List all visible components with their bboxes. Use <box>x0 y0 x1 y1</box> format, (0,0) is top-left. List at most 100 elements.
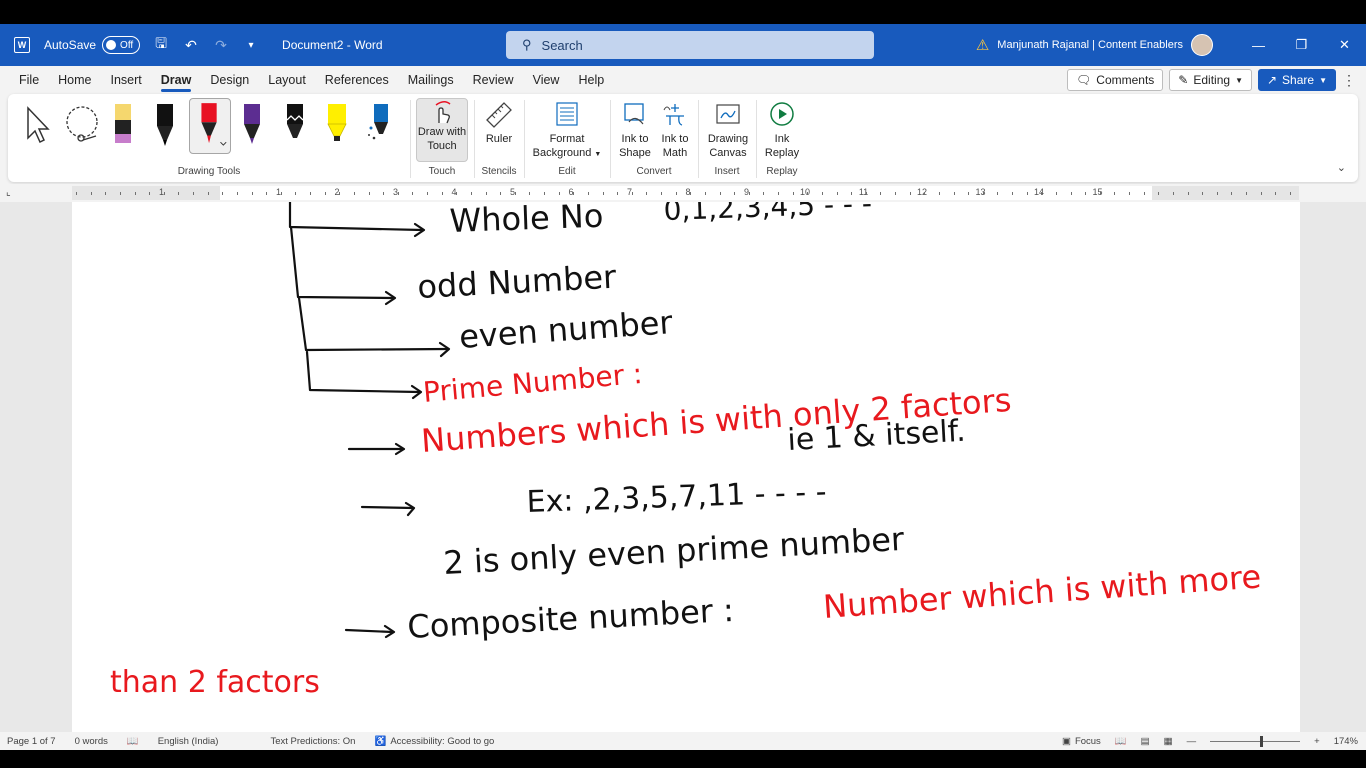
menu-insert[interactable]: Insert <box>110 73 142 87</box>
web-layout-icon[interactable]: ▦ <box>1163 735 1173 747</box>
collapse-ribbon-icon[interactable]: ⌄ <box>1336 162 1346 174</box>
draw-with-touch-line1: Draw with <box>417 126 467 138</box>
zoom-out-icon[interactable]: — <box>1186 735 1197 747</box>
close-icon[interactable]: ✕ <box>1339 37 1350 52</box>
menu-references[interactable]: References <box>324 73 389 87</box>
warning-icon[interactable]: ⚠ <box>975 37 990 54</box>
ink-canvas[interactable]: Whole No 0,1,2,3,4,5 - - - odd Number ev… <box>72 202 1300 732</box>
replay-group: Ink Replay Replay <box>756 94 808 182</box>
save-icon[interactable]: 🖫 <box>155 35 168 51</box>
menu-view[interactable]: View <box>532 73 560 87</box>
search-box[interactable]: ⚲ Search <box>506 31 874 59</box>
ruler-button[interactable]: Ruler <box>480 100 518 146</box>
menu-home[interactable]: Home <box>58 73 92 87</box>
menu-help[interactable]: Help <box>578 73 605 87</box>
share-button[interactable]: ↗ Share ▼ <box>1257 69 1336 91</box>
ruler-number: 13 <box>975 187 986 197</box>
ruler-number: 7 <box>626 187 633 197</box>
pen-red-icon[interactable] <box>189 98 231 154</box>
ink-to-shape-button[interactable]: Ink to Shape <box>616 100 654 160</box>
document-page[interactable]: Whole No 0,1,2,3,4,5 - - - odd Number ev… <box>72 202 1300 732</box>
more-options-icon[interactable]: ⋮ <box>1342 72 1356 88</box>
customize-qat-icon[interactable]: ▾ <box>248 39 254 51</box>
highlighter-yellow-2-icon[interactable] <box>320 98 354 154</box>
menu-review[interactable]: Review <box>472 73 514 87</box>
menu-draw[interactable]: Draw <box>160 73 192 92</box>
ruler-tick <box>149 192 151 195</box>
ruler-number: 12 <box>916 187 928 197</box>
ruler-tick <box>924 192 926 195</box>
zoom-level[interactable]: 174% <box>1333 735 1358 747</box>
zoom-in-icon[interactable]: + <box>1314 735 1320 747</box>
draw-with-touch-button[interactable]: Draw with Touch <box>416 98 468 162</box>
focus-button[interactable]: ▣ Focus <box>1062 736 1101 747</box>
ruler-number: 8 <box>685 187 691 197</box>
ruler-tick <box>1114 192 1116 195</box>
proofing-status[interactable]: 📖 <box>127 736 139 747</box>
ruler-tick <box>324 192 326 195</box>
format-background-button[interactable]: Format Background ▼ <box>530 100 604 162</box>
ruler-tick <box>982 192 984 195</box>
avatar[interactable] <box>1191 34 1213 56</box>
ink-replay-line1: Ink <box>774 133 790 145</box>
minimize-icon[interactable]: — <box>1252 37 1265 53</box>
ruler-tick <box>193 192 194 195</box>
pen-purple-icon[interactable] <box>235 98 269 154</box>
menu-design[interactable]: Design <box>210 73 250 87</box>
ruler-tick <box>90 192 92 195</box>
menu-mailings[interactable]: Mailings <box>407 73 454 87</box>
text-predictions-status[interactable]: Text Predictions: On <box>270 735 356 747</box>
select-tool-icon[interactable] <box>20 98 54 154</box>
page-count[interactable]: Page 1 of 7 <box>7 735 56 747</box>
ruler-tick <box>1216 192 1218 195</box>
ruler-tick <box>938 192 940 195</box>
redo-icon[interactable]: ↷ <box>215 36 227 53</box>
ruler-tick <box>1055 192 1057 195</box>
ruler-tick <box>280 192 282 195</box>
menu-file[interactable]: File <box>19 73 40 87</box>
ruler-number: 2 <box>334 187 340 197</box>
lasso-select-icon[interactable] <box>62 98 102 154</box>
accessibility-status[interactable]: ♿ Accessibility: Good to go <box>374 736 494 747</box>
document-area: Whole No 0,1,2,3,4,5 - - - odd Number ev… <box>0 202 1366 732</box>
word-count[interactable]: 0 words <box>74 735 108 747</box>
read-mode-icon[interactable]: 📖 <box>1114 735 1127 747</box>
replay-label: Replay <box>766 166 798 177</box>
drawing-canvas-button[interactable]: Drawing Canvas <box>702 100 754 160</box>
edit-group: Format Background ▼ Edit <box>524 94 610 182</box>
ruler-tick <box>544 192 545 195</box>
print-layout-icon[interactable]: ▤ <box>1140 735 1150 747</box>
ruler-tick <box>617 192 619 195</box>
ink-to-math-button[interactable]: Ink to Math <box>656 100 694 160</box>
ruler-tick <box>748 192 750 195</box>
ruler-tick <box>441 192 443 195</box>
restore-icon[interactable]: ❐ <box>1295 37 1308 52</box>
language-status[interactable]: English (India) <box>157 735 219 747</box>
zoom-slider-thumb[interactable] <box>1260 735 1264 747</box>
highlighter-yellow-icon[interactable] <box>106 98 140 154</box>
pen-black-2-icon[interactable] <box>278 98 312 154</box>
editing-button[interactable]: ✎ Editing ▼ <box>1169 69 1252 91</box>
zoom-slider[interactable] <box>1210 735 1301 747</box>
doc-name: Document2 <box>282 38 344 52</box>
menu-layout[interactable]: Layout <box>268 73 306 87</box>
ruler-tick <box>514 192 516 195</box>
comments-button[interactable]: 🗨 Comments <box>1067 69 1164 91</box>
ruler-tick <box>1085 192 1087 195</box>
ruler-tick <box>1289 192 1291 195</box>
ruler-tick <box>1012 192 1013 195</box>
separator <box>610 100 611 178</box>
user-name[interactable]: Manjunath Rajanal | Content Enablers <box>997 39 1183 51</box>
ruler-number: 6 <box>568 187 574 197</box>
pen-black-icon[interactable] <box>148 98 182 154</box>
undo-icon[interactable]: ↶ <box>185 36 197 53</box>
ruler-tick <box>368 192 370 195</box>
galaxy-pen-icon[interactable] <box>362 98 396 154</box>
ruler-tick <box>1129 192 1130 195</box>
ink-replay-button[interactable]: Ink Replay <box>762 100 802 160</box>
autosave-toggle[interactable]: Off <box>102 36 141 54</box>
editing-label: Editing <box>1193 73 1231 87</box>
tab-selector-icon[interactable]: ⌞ <box>6 187 11 198</box>
ruler-tick <box>105 192 107 195</box>
